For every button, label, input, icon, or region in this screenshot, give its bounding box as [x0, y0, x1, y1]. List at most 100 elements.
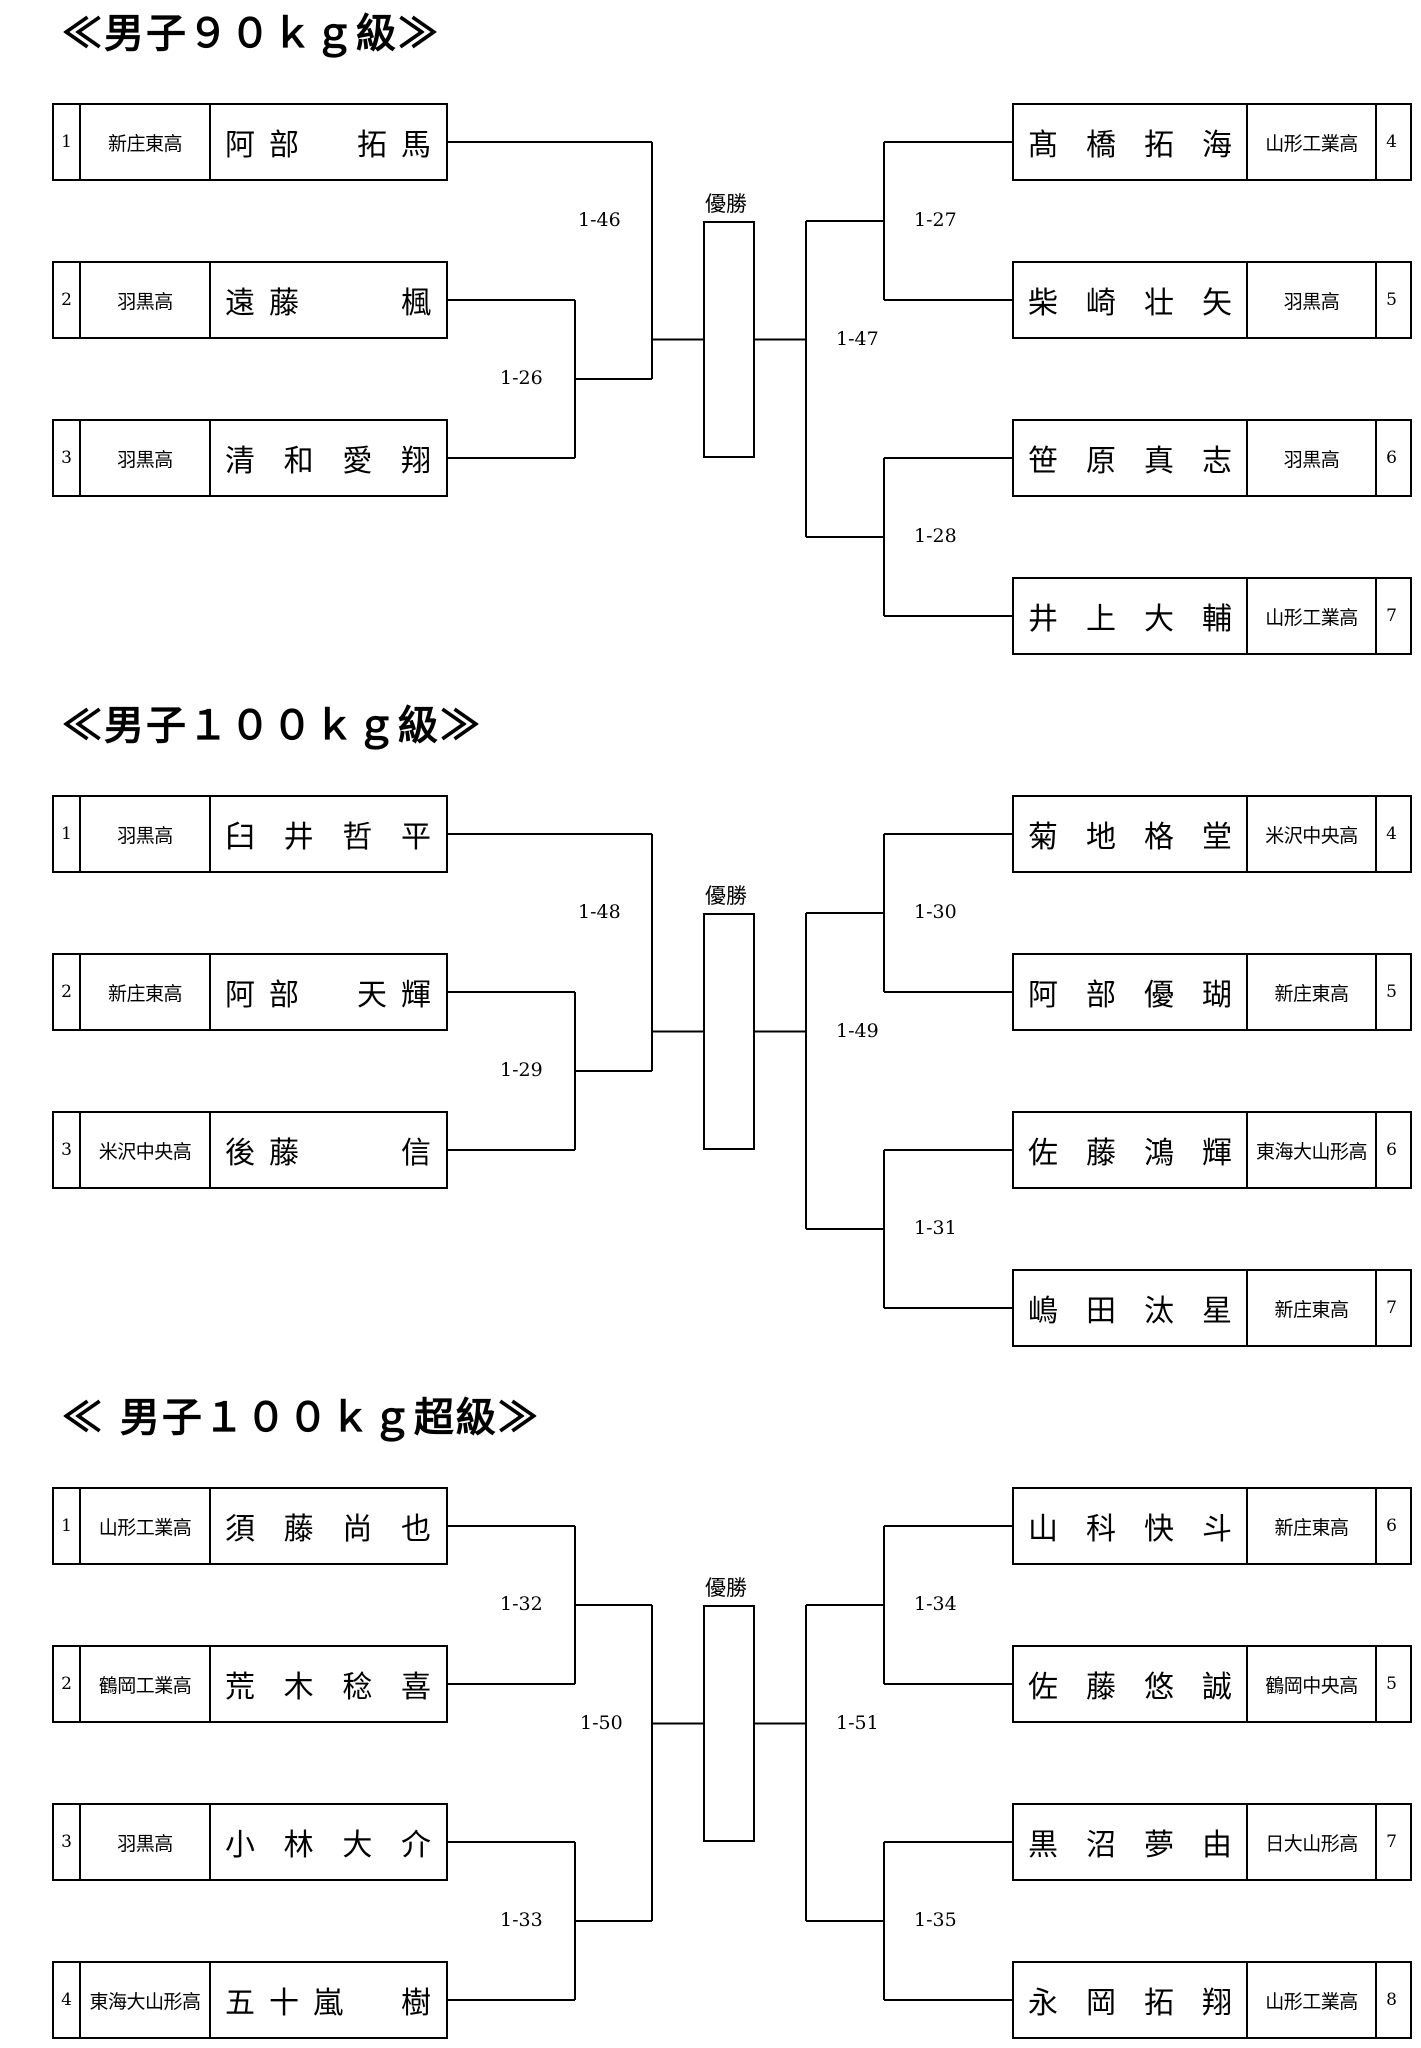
- seed-number: 1: [54, 797, 81, 871]
- match-number: 1-27: [914, 209, 957, 231]
- athlete-name-chars: 髙橋拓海: [1014, 120, 1246, 164]
- seed-number: 3: [54, 421, 81, 495]
- athlete-name: 遠藤楓: [211, 263, 446, 337]
- school-name-text: 羽黒高: [1283, 290, 1340, 313]
- school-name-text: 東海大山形高: [89, 1990, 201, 2013]
- seed-number: 4: [1386, 132, 1397, 152]
- school-name: 山形工業高: [1248, 1963, 1377, 2037]
- athlete-name: 山科快斗: [1014, 1489, 1248, 1563]
- seed-number: 2: [54, 263, 81, 337]
- name-char: 大: [342, 1828, 373, 1863]
- athlete-name: 嶋田汰星: [1014, 1271, 1248, 1345]
- athlete-name: 永岡拓翔: [1014, 1963, 1248, 2037]
- name-char: 藤: [283, 1512, 314, 1547]
- school-name: 鶴岡中央高: [1248, 1647, 1377, 1721]
- school-name-text: 羽黒高: [117, 290, 173, 313]
- name-char: 尚: [342, 1512, 373, 1547]
- match-number: 1-47: [836, 327, 879, 350]
- name-char: 藤: [269, 286, 299, 321]
- name-char: 髙: [1028, 128, 1058, 163]
- name-char: 樹: [401, 1986, 431, 2021]
- name-char: 壮: [1144, 286, 1174, 321]
- match-number: 1-26: [500, 367, 543, 389]
- school-name: 新庄東高: [1248, 1489, 1377, 1563]
- name-char: 科: [1086, 1512, 1116, 1547]
- name-char: 林: [283, 1828, 314, 1863]
- name-char: 輝: [401, 978, 431, 1013]
- name-char: 悠: [1144, 1670, 1174, 1705]
- athlete-name-chars: 清和愛翔: [211, 436, 445, 480]
- bracket-entry: 2 羽黒高 遠藤楓: [52, 261, 448, 339]
- name-char: 地: [1086, 820, 1116, 855]
- athlete-name: 荒木稔喜: [211, 1647, 446, 1721]
- match-number: 1-30: [914, 901, 957, 923]
- school-name-text: 新庄東高: [1274, 1298, 1349, 1321]
- school-name-text: 山形工業高: [1265, 606, 1358, 629]
- seed-number: 5: [1386, 982, 1397, 1002]
- athlete-name: 髙橋拓海: [1014, 105, 1248, 179]
- athlete-name-chars: 臼井哲平: [211, 812, 445, 856]
- name-char: 優: [1144, 978, 1174, 1013]
- school-name: 山形工業高: [1248, 105, 1377, 179]
- seed-number: 2: [54, 955, 81, 1029]
- athlete-name: 後藤信: [211, 1113, 446, 1187]
- school-name: 日大山形高: [1248, 1805, 1377, 1879]
- seed-number: 6: [1386, 448, 1397, 468]
- name-char: 拓: [1144, 1986, 1174, 2021]
- bracket-entry: 3 米沢中央高後藤信: [52, 1111, 448, 1189]
- name-char: 真: [1144, 444, 1174, 479]
- name-char: 喜: [400, 1670, 431, 1705]
- name-char: 上: [1086, 602, 1116, 637]
- name-char: 藤: [1086, 1670, 1116, 1705]
- school-name-text: 日大山形高: [1265, 1832, 1358, 1855]
- section-title: ≪ 男子１００ｋｇ超級≫: [62, 1394, 540, 1441]
- name-char: 哲: [342, 820, 373, 855]
- school-name-text: 新庄東高: [107, 132, 183, 155]
- name-char: 鴻: [1144, 1136, 1174, 1171]
- seed-number: 3: [54, 1805, 81, 1879]
- seed-number: 5: [1386, 1674, 1397, 1694]
- school-name-text: 新庄東高: [107, 982, 183, 1005]
- seed-number: 3: [54, 1113, 81, 1187]
- bracket-entry: 髙橋拓海山形工業高 4: [1012, 103, 1412, 181]
- athlete-name: 井上大輔: [1014, 579, 1248, 653]
- school-name-text: 新庄東高: [1274, 982, 1349, 1005]
- name-char: 柴: [1028, 286, 1058, 321]
- name-char: 海: [1202, 128, 1232, 163]
- school-name: 羽黒高: [81, 421, 211, 495]
- seed-number: 5: [1386, 290, 1397, 310]
- school-name: 羽黒高: [1248, 421, 1377, 495]
- name-char: 斗: [1202, 1512, 1232, 1547]
- name-char: 馬: [401, 128, 431, 163]
- school-name-text: 山形工業高: [98, 1516, 192, 1539]
- champion-label: 優勝: [705, 192, 747, 216]
- athlete-name-chars: 菊地格堂: [1014, 812, 1246, 856]
- school-name-text: 米沢中央高: [98, 1140, 192, 1163]
- match-number: 1-48: [578, 901, 621, 923]
- name-char: 黒: [1028, 1828, 1058, 1863]
- school-name: 新庄東高: [1248, 955, 1377, 1029]
- athlete-name: 小林大介: [211, 1805, 446, 1879]
- athlete-name: 阿部優瑚: [1014, 955, 1248, 1029]
- name-char: 十: [269, 1986, 299, 2021]
- name-char: 藤: [269, 1136, 299, 1171]
- champion-label: 優勝: [705, 1576, 747, 1600]
- school-name: 羽黒高: [1248, 263, 1377, 337]
- seed-number: 6: [1386, 1516, 1397, 1536]
- name-char: 天: [357, 978, 387, 1013]
- athlete-name-chars: 黒沼夢由: [1014, 1820, 1246, 1864]
- name-char: 格: [1144, 820, 1174, 855]
- name-char: 藤: [1086, 1136, 1116, 1171]
- section-title: ≪男子９０ｋｇ級≫: [62, 10, 440, 57]
- name-char: 井: [1028, 602, 1058, 637]
- name-char: 稔: [342, 1670, 373, 1705]
- champion-box: [703, 913, 755, 1150]
